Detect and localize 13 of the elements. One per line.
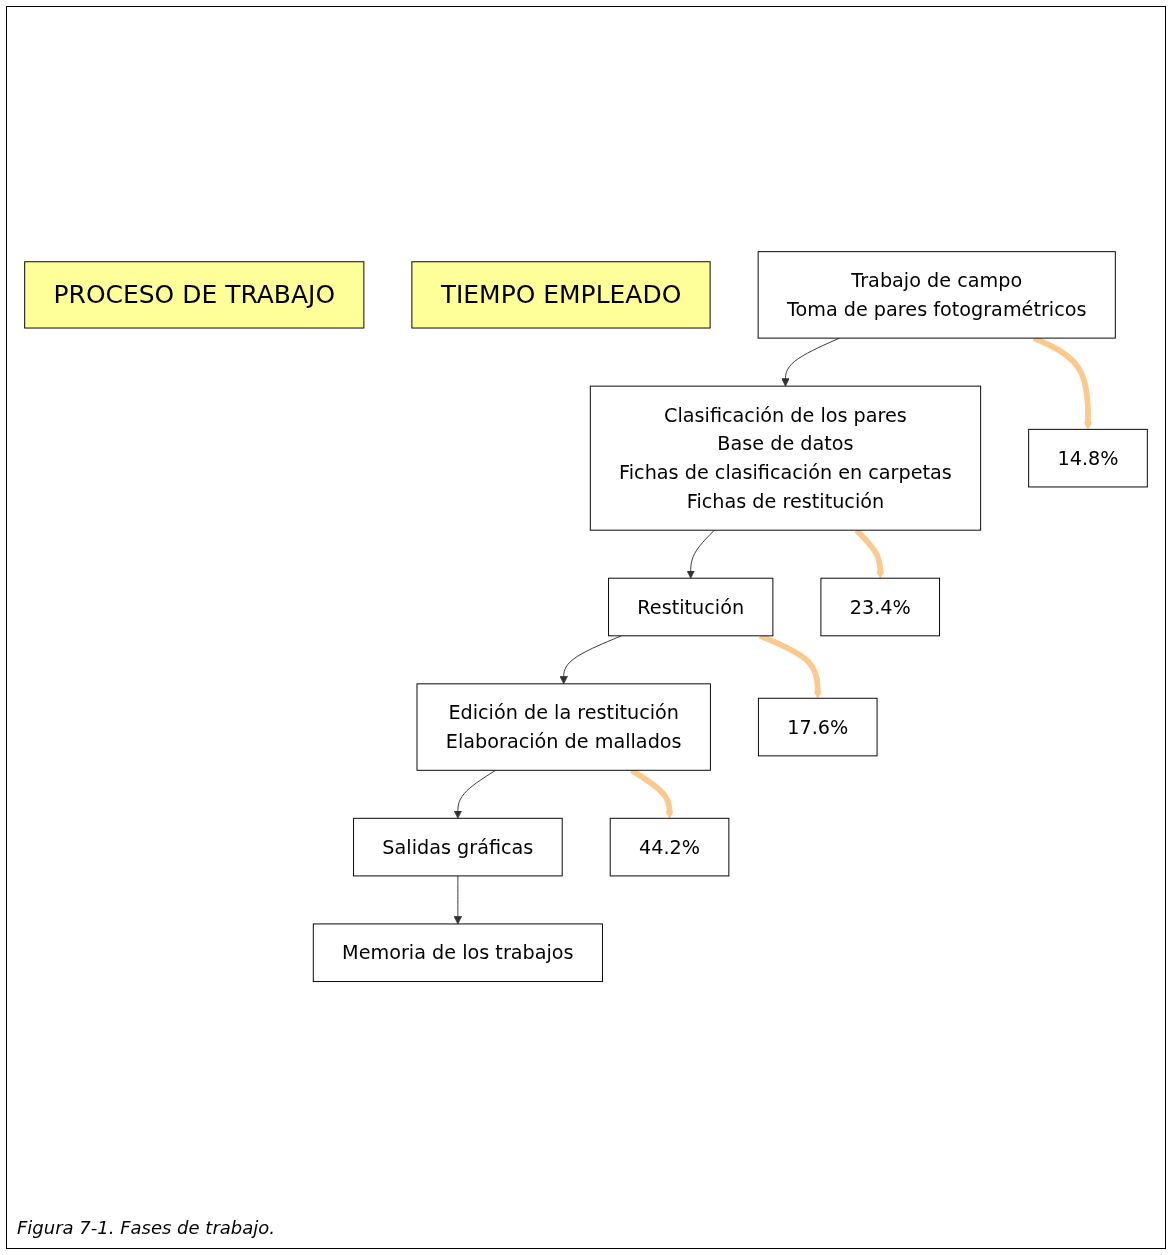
node-box: 17.6% xyxy=(757,698,878,757)
node-box: Clasificación de los pares Base de datos Fichas de clasificación en carpetas Fichas de restitución xyxy=(589,386,982,532)
node-box: Restitución xyxy=(608,578,774,637)
node-box: Edición de la restitución Elaboración de mallados xyxy=(416,683,711,772)
node-box: Memoria de los trabajos xyxy=(312,923,603,983)
node-box: 23.4% xyxy=(820,578,941,637)
figure-caption: Figura 7-1. Fases de trabajo. xyxy=(17,1217,277,1238)
node-box: TIEMPO EMPLEADO xyxy=(411,261,711,329)
node-box: Trabajo de campo Toma de pares fotogramétricos xyxy=(757,251,1116,339)
node-box: Salidas gráficas xyxy=(353,818,563,877)
node-box: 44.2% xyxy=(609,818,730,877)
node-box: 14.8% xyxy=(1028,429,1148,488)
node-box: PROCESO DE TRABAJO xyxy=(24,261,365,329)
